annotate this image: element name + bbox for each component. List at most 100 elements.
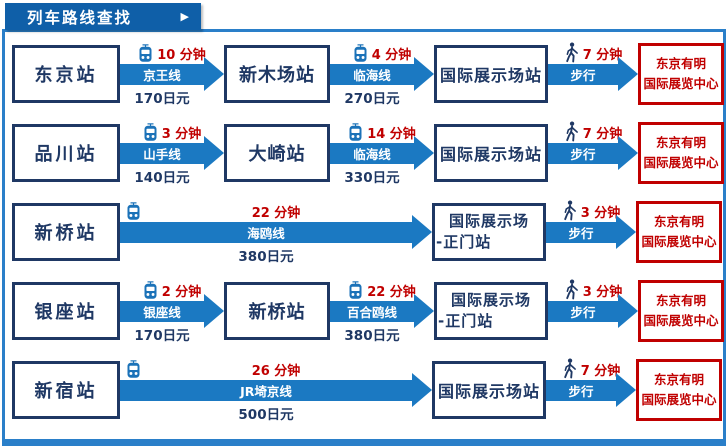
station-label: 银座站 — [34, 301, 98, 323]
segment-time: 4 分钟 — [371, 47, 412, 63]
route-arrow: 临海线 — [330, 63, 414, 85]
destination-label: 东京有明 — [655, 292, 706, 308]
page-title: 列车路线查找 — [27, 8, 133, 27]
line-name: 京王线 — [143, 67, 181, 83]
walk-label: 步行 — [568, 225, 594, 241]
header-arrow-icon: ▶ — [180, 10, 189, 23]
destination-label: 东京有明 — [655, 55, 706, 71]
fare-value: 170日元 — [134, 90, 190, 107]
route-arrow: 山手线 — [120, 142, 204, 164]
route-arrow: 步行 — [548, 142, 618, 164]
segment-fare: 270日元 — [330, 85, 434, 107]
route-arrow: 京王线 — [120, 63, 204, 85]
segment-time-row: 7 分钟 — [548, 41, 638, 64]
segment-fare: 170日元 — [120, 322, 224, 344]
walk-segment: 3 分钟步行 — [548, 278, 638, 343]
segment-time: 7 分钟 — [580, 363, 621, 379]
walking-person-icon — [565, 41, 578, 62]
route-arrow: 步行 — [546, 221, 616, 243]
segment-time: 7 分钟 — [582, 126, 623, 142]
route-arrow: 银座线 — [120, 300, 204, 322]
segment-time-row: 3 分钟 — [546, 199, 636, 222]
segment-time-row: 22 分钟 — [330, 279, 434, 301]
origin-station-box: 品川站 — [12, 123, 120, 182]
line-name: 临海线 — [353, 67, 391, 83]
line-name: 海鸥线 — [247, 225, 285, 241]
segment-time-row: 3 分钟 — [548, 278, 638, 301]
walk-label: 步行 — [568, 383, 594, 399]
segment-fare: 140日元 — [120, 164, 224, 186]
line-name: 山手线 — [143, 146, 181, 162]
train-icon — [354, 43, 367, 62]
train-icon — [349, 280, 362, 299]
arrival-station-box: 国际展示场-正门站 — [434, 281, 548, 340]
origin-station-box: 新桥站 — [12, 202, 120, 261]
train-icon — [349, 122, 362, 141]
walk-label: 步行 — [570, 146, 596, 162]
station-label: 东京站 — [34, 64, 98, 86]
segment-time-row: 22 分钟 — [120, 200, 432, 222]
destination-label: 国际展览中心 — [643, 312, 719, 328]
transfer-station-box: 大崎站 — [224, 123, 330, 182]
walk-label: 步行 — [570, 304, 596, 320]
walk-segment: 3 分钟步行 — [546, 199, 636, 264]
walking-person-icon — [563, 199, 576, 220]
station-label: 大崎站 — [248, 143, 306, 165]
segment-time: 10 分钟 — [157, 47, 206, 63]
destination-box: 东京有明国际展览中心 — [636, 358, 722, 421]
fare-value: 380日元 — [238, 248, 294, 265]
fare-value: 140日元 — [134, 169, 190, 186]
transfer-station-box: 新木场站 — [224, 44, 330, 103]
segment-fare: 330日元 — [330, 164, 434, 186]
line-name: 临海线 — [353, 146, 391, 162]
arrival-station-box: 国际展示场站 — [434, 123, 548, 182]
destination-label: 国际展览中心 — [641, 391, 717, 407]
station-label: 品川站 — [34, 143, 98, 165]
header-tab[interactable]: 列车路线查找 ▶ — [5, 3, 201, 30]
station-label: 国际展示场站 — [439, 144, 542, 164]
segment-fare: 500日元 — [120, 401, 432, 423]
walking-person-icon — [565, 278, 578, 299]
destination-label: 国际展览中心 — [643, 75, 719, 91]
segment-time: 3 分钟 — [582, 284, 623, 300]
walk-segment: 7 分钟步行 — [548, 41, 638, 106]
line-name: JR埼京线 — [240, 383, 292, 399]
destination-box: 东京有明国际展览中心 — [638, 121, 724, 184]
station-label: 国际展示场 — [448, 212, 529, 231]
route-arrow: 临海线 — [330, 142, 414, 164]
route-arrow: 步行 — [548, 63, 618, 85]
origin-station-box: 新宿站 — [12, 360, 120, 419]
walk-segment: 7 分钟步行 — [546, 357, 636, 422]
train-icon — [127, 201, 140, 220]
destination-label: 东京有明 — [653, 213, 704, 229]
fare-value: 330日元 — [344, 169, 400, 186]
segment-fare: 380日元 — [330, 322, 434, 344]
route-arrow: 步行 — [548, 300, 618, 322]
destination-box: 东京有明国际展览中心 — [636, 200, 722, 263]
station-label: 国际展示场 — [450, 291, 531, 310]
destination-label: 国际展览中心 — [641, 233, 717, 249]
transfer-station-box: 新桥站 — [224, 281, 330, 340]
train-segment: 22 分钟海鸥线 380日元 — [120, 200, 432, 265]
walking-person-icon — [563, 357, 576, 378]
destination-label: 国际展览中心 — [643, 154, 719, 170]
train-segment: 22 分钟百合鸥线 380日元 — [330, 279, 434, 344]
route-arrow: 百合鸥线 — [330, 300, 414, 322]
fare-value: 270日元 — [344, 90, 400, 107]
destination-label: 东京有明 — [653, 371, 704, 387]
segment-time-row: 7 分钟 — [546, 357, 636, 380]
arrival-station-box: 国际展示场站 — [432, 360, 546, 419]
segment-time-row: 26 分钟 — [120, 358, 432, 380]
train-segment: 4 分钟临海线 270日元 — [330, 42, 434, 107]
station-label: -正门站 — [438, 311, 494, 330]
walk-label: 步行 — [570, 67, 596, 83]
fare-value: 380日元 — [344, 327, 400, 344]
segment-time: 7 分钟 — [582, 47, 623, 63]
